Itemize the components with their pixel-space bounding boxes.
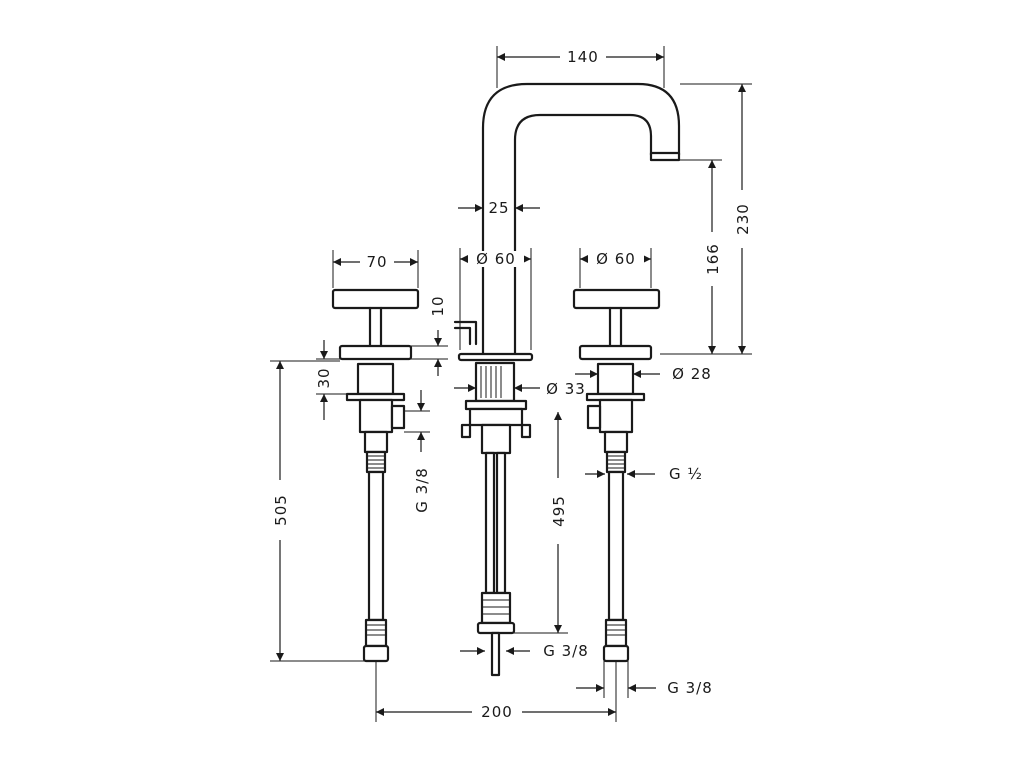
dimension-label: 200: [481, 703, 513, 721]
popup-lever: [453, 320, 478, 346]
left-valve: [331, 288, 420, 663]
dimension-label: 505: [272, 494, 290, 526]
dimension-tube-width: 25: [458, 199, 540, 217]
dimension-label: G 3/8: [413, 467, 431, 513]
dimension-handle-width: 70: [332, 250, 419, 288]
dimension-label: G 3/8: [543, 642, 589, 660]
dimension-label: Ø 33: [546, 380, 586, 398]
dimension-right-bottom-thread: G 3/8: [576, 661, 713, 698]
dimension-right-top-thread: G ½: [585, 465, 703, 483]
spout: [481, 82, 681, 356]
dimension-left-body-height: 30: [315, 340, 358, 420]
dimension-label: G ½: [669, 465, 703, 483]
dimension-valve-spacing: 200: [375, 661, 617, 722]
dimension-label: 495: [550, 495, 568, 527]
dimension-label: G 3/8: [667, 679, 713, 697]
dimension-label: 230: [734, 203, 752, 235]
dimension-right-base-diameter: Ø 60: [579, 248, 652, 288]
dimension-center-thread: G 3/8: [460, 642, 589, 660]
dimension-label: Ø 60: [476, 250, 516, 268]
dimension-right-shank-diameter: Ø 28: [575, 365, 712, 383]
dimension-left-thread: G 3/8: [404, 390, 431, 513]
right-valve: [572, 288, 661, 663]
dimension-label: 140: [567, 48, 599, 66]
dimension-center-shank-diameter: Ø 33: [454, 380, 586, 398]
dimension-label: 10: [429, 295, 447, 316]
dimension-rosette-thickness: 10: [411, 295, 448, 376]
dimension-label: 25: [488, 199, 509, 217]
dimension-spout-base-diameter: Ø 60: [459, 248, 532, 350]
dimension-spout-reach: 140: [496, 46, 665, 88]
dimension-outlet-height: 166: [680, 159, 722, 354]
dimension-label: 30: [315, 367, 333, 388]
dimension-center-total-length: 495: [514, 412, 568, 634]
dimension-label: 70: [366, 253, 387, 271]
center-body: [457, 352, 534, 677]
dimension-label: 166: [704, 243, 722, 275]
dimension-spout-height: 230: [660, 83, 752, 355]
dimension-left-total-length: 505: [270, 360, 364, 662]
dimension-label: Ø 60: [596, 250, 636, 268]
dimension-label: Ø 28: [672, 365, 712, 383]
